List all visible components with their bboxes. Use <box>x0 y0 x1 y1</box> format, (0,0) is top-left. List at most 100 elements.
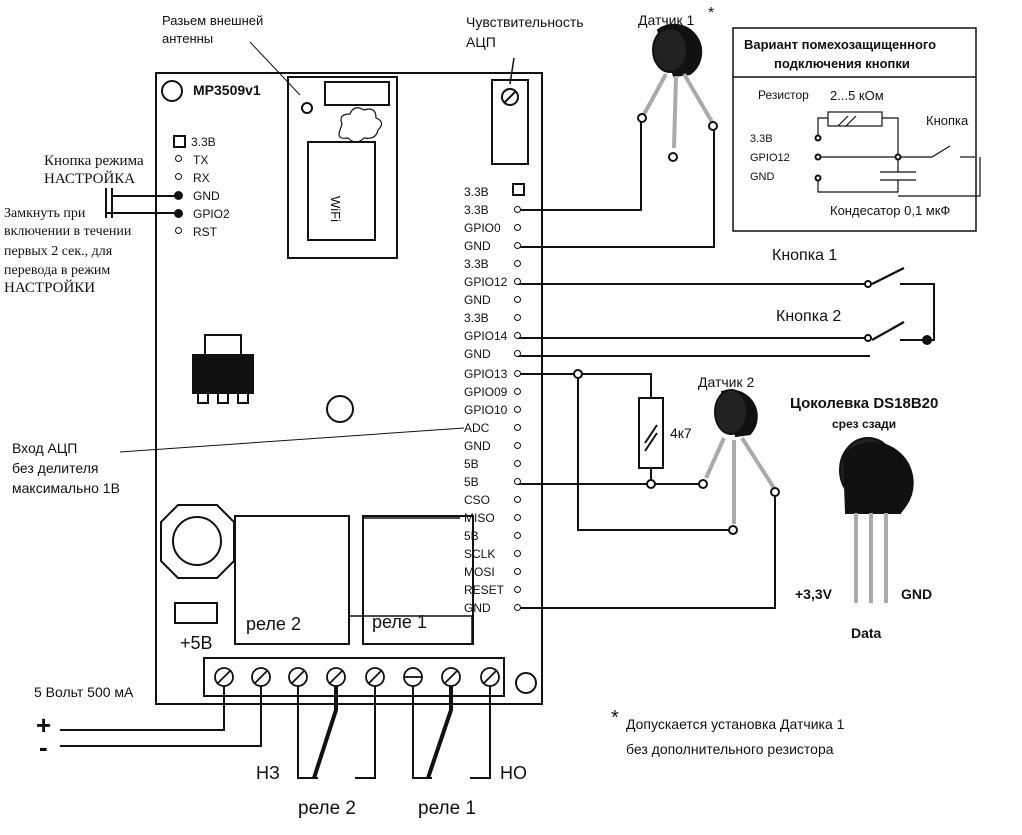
adc-trimmer <box>491 79 529 165</box>
pin-dot <box>514 586 521 593</box>
pin-dot <box>514 424 521 431</box>
wifi-module <box>287 76 398 259</box>
noise-pin-label: 3.3В <box>750 133 773 145</box>
antenna-note-1: Разьем внешней <box>162 13 264 28</box>
pin-dot <box>514 260 521 267</box>
right-pin-label: GND <box>464 439 491 453</box>
noise-pin-label: GPIO12 <box>750 152 790 164</box>
pin-dot <box>514 460 521 467</box>
right-pin-label: 3.3В <box>464 203 489 217</box>
pin-dot <box>175 173 182 180</box>
noise-box-title-2: подключения кнопки <box>774 56 910 71</box>
relay2-output-label: реле 2 <box>298 798 357 819</box>
pin-dot <box>514 224 521 231</box>
ds18b20-vcc: +3,3V <box>795 586 832 602</box>
adc-input-1: Вход АЦП <box>12 440 78 456</box>
right-pin-label: GPIO12 <box>464 275 508 289</box>
setup-hint-1: Замкнуть при <box>4 206 86 221</box>
setup-hint-3: первых 2 сек., для <box>4 244 113 259</box>
pin-dot <box>514 296 521 303</box>
right-pin-label: 3.3В <box>464 311 489 325</box>
left-pin-label: GPIO2 <box>193 207 230 221</box>
left-pin-label: RST <box>193 225 217 239</box>
adc-input-3: максимально 1В <box>12 480 120 496</box>
plus-sign: + <box>36 710 52 740</box>
right-pin-label: GPIO0 <box>464 221 501 235</box>
right-pin-label: GND <box>464 601 491 615</box>
right-pin-label: GND <box>464 293 491 307</box>
adc-input-2: без делителя <box>12 460 99 476</box>
noise-capacitor-label: Кондесатор 0,1 мкФ <box>830 203 951 218</box>
adc-sensitivity-1: Чувствительность <box>466 14 584 30</box>
noise-resistor-label: Резистор <box>758 88 809 102</box>
noise-pin-label: GND <box>750 171 775 183</box>
pin-dot <box>514 278 521 285</box>
pin-dot <box>175 155 182 162</box>
pin-dot <box>514 532 521 539</box>
setup-hint-5: НАСТРОЙКИ <box>4 280 96 296</box>
footnote-star: * <box>611 707 619 729</box>
sensor-2-body <box>714 389 758 438</box>
mounting-hole <box>515 672 537 694</box>
relay1-board-label: реле 1 <box>372 612 427 632</box>
right-pin-label: MISO <box>464 511 495 525</box>
minus-sign: - <box>39 732 48 762</box>
pin-dot <box>174 191 183 200</box>
setup-button-note-2: НАСТРОЙКА <box>44 171 136 187</box>
adc-sensitivity-2: АЦП <box>466 34 496 50</box>
ds18b20-data: Data <box>851 625 882 641</box>
pin-dot <box>514 442 521 449</box>
resistor-4k7-label: 4к7 <box>670 425 692 441</box>
pin-dot <box>514 388 521 395</box>
right-pin-label: GND <box>464 347 491 361</box>
left-pin-label: RX <box>193 171 210 185</box>
antenna-note-2: антенны <box>162 31 214 46</box>
sensor-1-star: * <box>708 5 715 22</box>
noise-box <box>732 27 977 232</box>
left-pin-label: TX <box>193 153 209 167</box>
footnote-2: без дополнительного резистора <box>626 741 834 757</box>
wifi-label: WiFi <box>328 196 343 222</box>
no-label: НО <box>500 763 527 783</box>
right-pin-label: 3.3В <box>464 257 489 271</box>
right-pin-label: 3.3В <box>464 185 489 199</box>
button-2-label: Кнопка 2 <box>776 308 842 325</box>
board-name: MP3509v1 <box>193 82 261 98</box>
noise-button-label: Кнопка <box>926 113 969 128</box>
right-pin-label: GND <box>464 239 491 253</box>
buzzer <box>160 504 235 579</box>
pin-dot <box>514 496 521 503</box>
board-outline <box>155 72 543 705</box>
setup-button-note-1: Кнопка режима <box>44 153 144 169</box>
relay1-output-label: реле 1 <box>418 798 477 819</box>
right-pin-label: GPIO09 <box>464 385 508 399</box>
right-pin-label: 5В <box>464 457 479 471</box>
ds18b20-body <box>839 437 914 514</box>
terminal-block <box>203 657 505 697</box>
sensor-1-body <box>652 23 703 78</box>
pin-dot <box>175 227 182 234</box>
pin-dot <box>514 406 521 413</box>
pin-dot <box>514 370 521 377</box>
ds18b20-title: Цоколевка DS18B20 <box>790 395 939 412</box>
pin-dot <box>514 350 521 357</box>
setup-hint-4: перевода в режим <box>4 263 111 278</box>
nc-label: НЗ <box>256 763 280 783</box>
pin-dot <box>514 550 521 557</box>
voltage-regulator <box>192 354 254 394</box>
left-pin-label: 3.3В <box>191 135 216 149</box>
right-pin-label: 5В <box>464 529 479 543</box>
power-note: 5 Вольт 500 мА <box>34 684 134 700</box>
right-pin-label: CSO <box>464 493 491 507</box>
pin-dot <box>514 568 521 575</box>
pin-dot <box>514 314 521 321</box>
sensor-2-label: Датчик 2 <box>698 374 755 390</box>
pin-dot <box>514 478 521 485</box>
pin-dot <box>174 209 183 218</box>
pin-dot <box>514 514 521 521</box>
mounting-hole <box>161 80 183 102</box>
right-pin-label: GPIO14 <box>464 329 508 343</box>
right-pin-label: 5В <box>464 475 479 489</box>
noise-resistor-value: 2...5 кОм <box>830 88 884 103</box>
